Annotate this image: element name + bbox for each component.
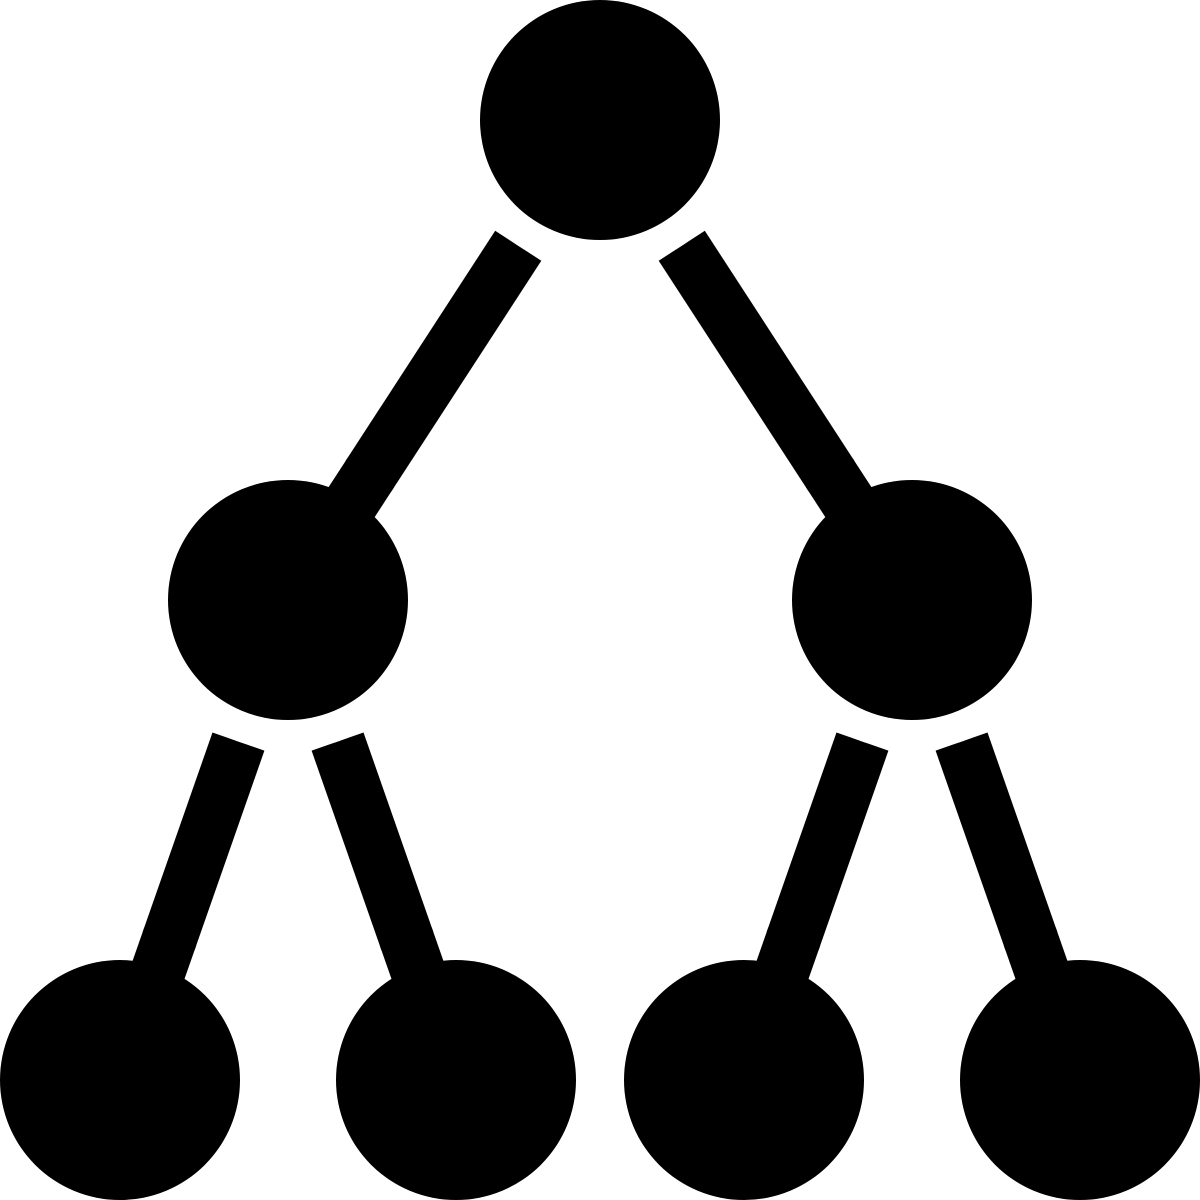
node-right-right	[960, 960, 1200, 1200]
node-right-left	[624, 960, 864, 1200]
edge-tail-right-left	[741, 927, 821, 1022]
node-left-left	[0, 960, 240, 1200]
edge-tail-left	[304, 457, 394, 555]
edge-tail-left-left	[117, 927, 197, 1022]
edge-tail-right-right	[1003, 927, 1083, 1022]
node-left-right	[336, 960, 576, 1200]
edge-tail-left-right	[379, 927, 459, 1022]
edge-tail-right	[806, 457, 896, 555]
node-root	[480, 0, 720, 240]
